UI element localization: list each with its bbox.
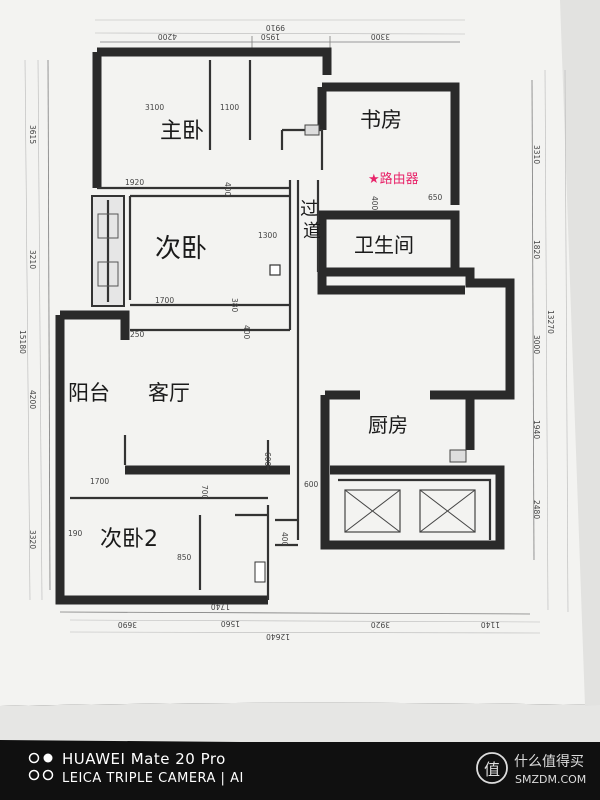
dim-room2-850: 850 bbox=[177, 553, 192, 562]
dimension-labels: 9910 4200 1950 3300 3615 3210 15180 4200… bbox=[18, 23, 555, 641]
smzdm-logo-icon: 值 bbox=[476, 752, 508, 784]
dim-small-250: 250 bbox=[130, 330, 145, 339]
camera-footer: HUAWEI Mate 20 Pro LEICA TRIPLE CAMERA |… bbox=[0, 742, 600, 800]
room-label-study: 书房 bbox=[360, 108, 402, 132]
room-label-bathroom: 卫生间 bbox=[354, 233, 414, 257]
dim-right-4: 1940 bbox=[532, 420, 541, 439]
room-label-second-bedroom: 次卧 bbox=[155, 234, 207, 264]
dim-second-h: 1700 bbox=[155, 296, 174, 305]
watermark-name: 什么值得买 bbox=[514, 753, 584, 770]
dim-room2-190: 190 bbox=[68, 529, 83, 538]
dim-study-650: 650 bbox=[428, 193, 443, 202]
dim-top-2: 1950 bbox=[261, 32, 280, 41]
dim-right-1: 3310 bbox=[532, 145, 541, 164]
walls bbox=[55, 47, 515, 605]
camera-lens: LEICA TRIPLE CAMERA | AI bbox=[62, 771, 244, 786]
watermark-logo: 值 bbox=[484, 760, 500, 779]
dim-left-1: 3615 bbox=[28, 125, 37, 144]
dim-small-380: 380 bbox=[230, 298, 239, 313]
dim-master-closet: 1100 bbox=[220, 103, 239, 112]
dim-master-w: 3100 bbox=[145, 103, 164, 112]
dim-top-total: 9910 bbox=[266, 23, 285, 32]
dim-hall-w: 1920 bbox=[125, 178, 144, 187]
dim-room2-w: 1700 bbox=[90, 477, 109, 486]
guide-lines bbox=[24, 19, 569, 634]
dim-second-w: 1300 bbox=[258, 231, 277, 240]
dim-left-total: 15180 bbox=[18, 330, 27, 354]
dim-hall-600: 600 bbox=[304, 480, 319, 489]
dim-right-total: 13270 bbox=[546, 310, 555, 334]
dim-top-3: 3300 bbox=[371, 32, 390, 41]
paper-lower-sheet bbox=[0, 702, 600, 745]
dim-right-2: 1820 bbox=[532, 240, 541, 259]
paper-sheet bbox=[0, 0, 600, 706]
lens-dots-icon bbox=[28, 752, 54, 781]
room-label-kitchen: 厨房 bbox=[368, 413, 408, 437]
dim-bottom-4: 1140 bbox=[481, 620, 500, 629]
dim-small-400: 400 bbox=[242, 325, 251, 340]
dim-right-3: 3000 bbox=[532, 335, 541, 354]
dim-study-400: 400 bbox=[370, 196, 379, 211]
dim-hall-h: 400 bbox=[223, 182, 232, 197]
dim-living-600: 600 bbox=[263, 452, 272, 467]
hallway-vertical-label: 过 道 bbox=[300, 199, 324, 242]
hallway-label: 过 道 bbox=[300, 199, 324, 242]
paper-edge-shadow bbox=[560, 0, 600, 706]
dim-left-3: 4200 bbox=[28, 390, 37, 409]
dim-left-4: 3320 bbox=[28, 530, 37, 549]
dim-bottom-2: 1560 bbox=[221, 619, 240, 628]
dimension-lines bbox=[47, 36, 535, 615]
dim-hall-400b: 400 bbox=[280, 532, 289, 547]
room-label-balcony: 阳台 bbox=[68, 381, 110, 405]
room-label-living-room: 客厅 bbox=[148, 381, 190, 405]
dim-bottom-total: 12640 bbox=[266, 632, 290, 641]
router-label: ★路由器 bbox=[368, 171, 419, 187]
dim-bottom-3: 3920 bbox=[371, 620, 390, 629]
dim-room2-700: 700 bbox=[200, 485, 209, 500]
watermark-site: SMZDM.COM bbox=[515, 773, 586, 786]
dim-room2-1740: 1740 bbox=[211, 602, 230, 611]
camera-model: HUAWEI Mate 20 Pro bbox=[62, 750, 226, 768]
room-label-second-bedroom-2: 次卧2 bbox=[100, 527, 158, 552]
dim-bottom-1: 3690 bbox=[118, 620, 137, 629]
dim-left-2: 3210 bbox=[28, 250, 37, 269]
room-label-master-bedroom: 主卧 bbox=[160, 119, 204, 144]
room-labels: 主卧 书房 次卧 卫生间 阳台 客厅 厨房 次卧2 过 道 ★路由器 bbox=[68, 108, 419, 552]
dim-top-1: 4200 bbox=[158, 32, 177, 41]
dim-right-5: 2480 bbox=[532, 500, 541, 519]
